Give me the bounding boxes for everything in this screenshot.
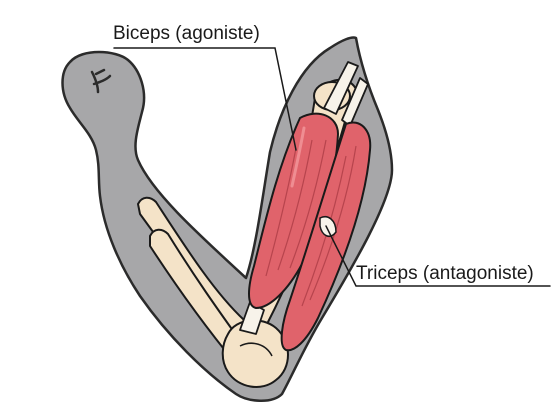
triceps-label: Triceps (antagoniste) <box>356 263 534 284</box>
elbow-joint <box>221 319 289 388</box>
biceps <box>248 112 340 310</box>
biceps-muscle <box>248 112 340 310</box>
biceps-leader-line <box>113 47 297 151</box>
leader-lines <box>113 47 551 287</box>
triceps-muscle <box>280 121 372 352</box>
biceps-tendon-top <box>323 61 359 115</box>
biceps-label: Biceps (agoniste) <box>113 23 260 44</box>
fist-icon <box>90 68 112 94</box>
triceps-leader-line <box>325 225 551 287</box>
